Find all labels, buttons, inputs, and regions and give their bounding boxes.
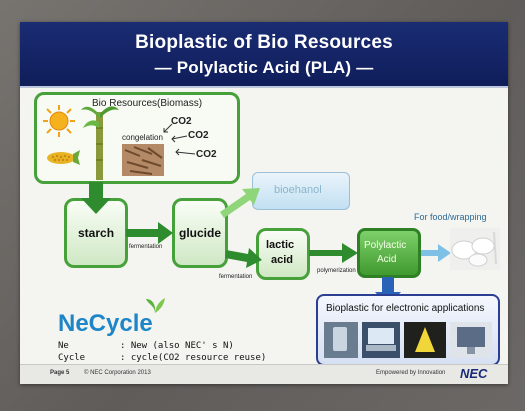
necycle-ne-key: Ne bbox=[58, 341, 69, 351]
slide-title: Bioplastic of Bio Resources bbox=[135, 32, 393, 53]
lactic-label-2: acid bbox=[271, 254, 294, 266]
lactic-label-1: lactic bbox=[266, 239, 295, 251]
plates-icon bbox=[450, 228, 500, 270]
starch-label: starch bbox=[78, 226, 115, 240]
bioethanol-label: bioehanol bbox=[274, 184, 322, 196]
polymerization-label: polymerization bbox=[317, 268, 356, 274]
electronic-applications-label: Bioplastic for electronic applications bbox=[326, 303, 485, 314]
glucide-label: glucide bbox=[179, 226, 222, 240]
congelation-label: congelation bbox=[122, 133, 163, 142]
co2-arrows bbox=[163, 123, 196, 156]
electronics-photos bbox=[324, 322, 492, 358]
corn-icon bbox=[47, 150, 80, 165]
arrow-biomass-starch bbox=[81, 182, 111, 214]
necycle-cycle-value: : cycle(CO2 resource reuse) bbox=[120, 353, 267, 363]
slide: Bioplastic of Bio Resources — Polylactic… bbox=[20, 22, 508, 384]
co2-label: CO2 bbox=[188, 130, 209, 141]
biomass-box bbox=[34, 92, 240, 184]
lactic-acid-box bbox=[256, 228, 310, 280]
necycle-cycle-key: Cycle bbox=[58, 353, 86, 363]
polylactic-acid-box bbox=[357, 228, 421, 278]
arrow-starch-glucide bbox=[126, 222, 173, 244]
page-number: Page 5 bbox=[50, 370, 70, 376]
fermentation-label-1: fermentation bbox=[129, 244, 163, 250]
copyright: © NEC Corporation 2013 bbox=[84, 370, 151, 376]
arrow-glucide-bioethanol bbox=[220, 188, 260, 218]
arrow-lactic-pla bbox=[309, 243, 358, 263]
wood-chips-icon bbox=[122, 144, 164, 176]
food-wrapping-label: For food/wrapping bbox=[414, 212, 487, 222]
necycle-ne-value: : New (also NEC' s N) bbox=[120, 341, 234, 351]
pla-label-1: Polylactic bbox=[364, 240, 407, 251]
slide-subtitle: — Polylactic Acid (PLA) — bbox=[154, 58, 374, 77]
fermentation-label-2: fermentation bbox=[219, 274, 253, 280]
biomass-heading: Bio Resources(Biomass) bbox=[92, 98, 203, 109]
sugarcane-icon bbox=[81, 106, 119, 180]
sun-icon bbox=[43, 105, 75, 137]
slide-footer bbox=[20, 364, 508, 384]
arrow-pla-food bbox=[421, 244, 451, 262]
arrow-glucide-lactic bbox=[225, 248, 262, 268]
leaf-icon bbox=[146, 298, 165, 313]
co2-label: CO2 bbox=[171, 116, 192, 127]
necycle-logo: NeCycle bbox=[58, 310, 153, 337]
glucide-box bbox=[172, 198, 228, 268]
pla-label-2: Acid bbox=[377, 254, 397, 265]
co2-label: CO2 bbox=[196, 149, 217, 160]
title-bar: Bioplastic of Bio Resources — Polylactic… bbox=[20, 22, 508, 88]
bioethanol-box bbox=[252, 172, 350, 210]
tagline: Empowered by Innovation bbox=[376, 370, 446, 376]
nec-logo: NEC bbox=[460, 366, 488, 381]
